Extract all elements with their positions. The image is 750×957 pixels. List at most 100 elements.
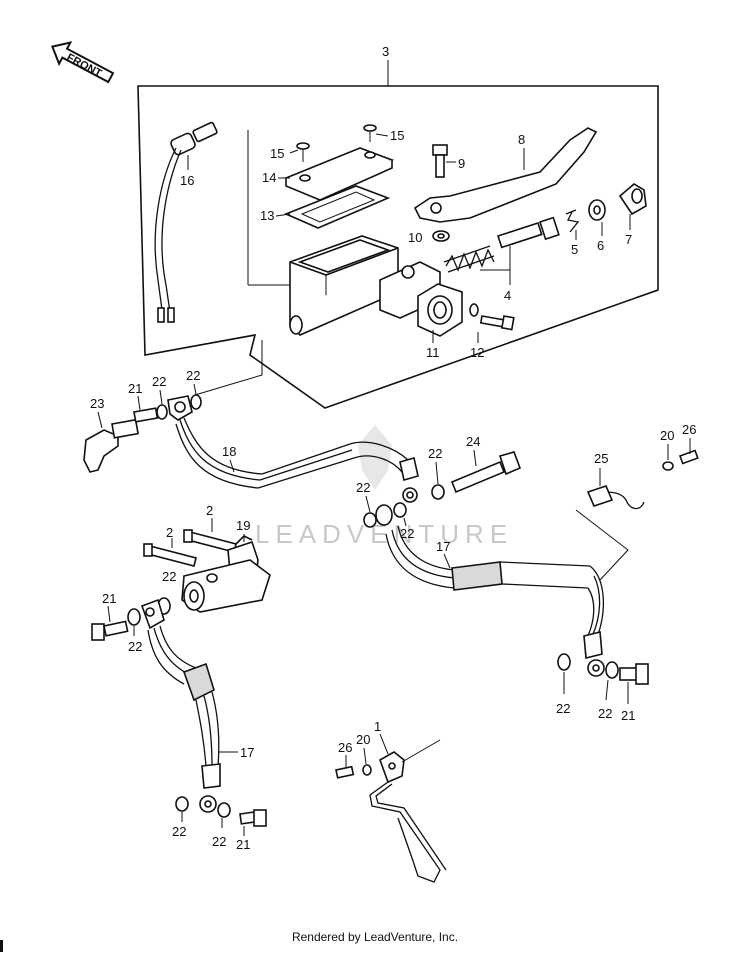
left-brake-hose — [140, 598, 221, 813]
callout-11: 11 — [426, 345, 440, 360]
brake-lever — [413, 127, 598, 223]
washer-22f — [557, 653, 571, 671]
leader-4 — [480, 246, 511, 285]
brake-switch-23 — [83, 418, 139, 473]
screw-15-left — [296, 142, 310, 162]
piston-spring — [443, 216, 560, 273]
callout-22c: 22 — [428, 446, 442, 461]
callout-21c: 21 — [102, 591, 116, 606]
callout-7: 7 — [625, 232, 632, 247]
callout-20a: 20 — [660, 428, 674, 443]
callout-15b: 15 — [390, 128, 404, 143]
clamp — [417, 283, 463, 337]
brake-light-switch — [154, 121, 218, 323]
leader-bracket-ext — [401, 739, 441, 763]
lever-pivot-bolt — [432, 144, 448, 178]
leader-24 — [473, 449, 477, 467]
leader-mc-hose — [194, 340, 263, 396]
callout-17b: 17 — [240, 745, 254, 760]
master-cylinder-body — [289, 235, 441, 336]
watermark-logo — [358, 425, 392, 490]
caliper-joint — [181, 559, 271, 613]
callout-22b: 22 — [186, 368, 200, 383]
callout-22f: 22 — [556, 701, 570, 716]
callout-6: 6 — [597, 238, 604, 253]
leader-13 — [275, 213, 291, 217]
callout-23: 23 — [90, 396, 104, 411]
callout-1: 1 — [374, 719, 381, 734]
callout-17a: 17 — [436, 539, 450, 554]
leader-1 — [379, 733, 389, 755]
bolt-2b — [143, 543, 197, 567]
washer-22b — [190, 394, 202, 410]
diaphragm — [283, 185, 391, 229]
washer-22k — [175, 796, 189, 812]
callout-21b: 21 — [621, 708, 635, 723]
bolt-2a — [183, 529, 237, 553]
upper-brake-hose — [167, 395, 419, 503]
callout-18: 18 — [222, 444, 236, 459]
leader-23 — [97, 411, 103, 429]
callout-22d: 22 — [356, 480, 370, 495]
callout-4: 4 — [504, 288, 511, 303]
callout-5: 5 — [571, 242, 578, 257]
clamp-bolt — [469, 303, 515, 331]
leader-22a — [159, 389, 163, 405]
callout-21a: 21 — [128, 381, 142, 396]
washer-22e — [393, 502, 407, 518]
callout-26a: 26 — [682, 422, 696, 437]
front-arrow-icon: FRONT — [51, 41, 115, 84]
callout-8: 8 — [518, 132, 525, 147]
callout-22k: 22 — [212, 834, 226, 849]
lever-nut — [432, 230, 450, 242]
callout-2a: 2 — [206, 503, 213, 518]
washer-22d — [363, 512, 377, 528]
edge-marker — [0, 940, 3, 952]
banjo-bolt-21b — [619, 663, 649, 685]
front-label: FRONT — [65, 52, 104, 81]
callout-15a: 15 — [270, 146, 284, 161]
callout-9: 9 — [458, 156, 465, 171]
leader-15b — [375, 133, 389, 137]
banjo-bolt-21d — [239, 809, 267, 827]
callout-24: 24 — [466, 434, 480, 449]
banjo-fitting — [375, 504, 393, 526]
washer-22i — [127, 608, 141, 626]
leader-22b — [193, 383, 197, 395]
leader-17a — [443, 553, 451, 569]
callout-12: 12 — [470, 345, 484, 360]
washer-20b — [362, 764, 372, 776]
callout-22j: 22 — [172, 824, 186, 839]
assembly-boundary — [137, 85, 659, 409]
leader-clamp — [575, 509, 629, 581]
callout-2b: 2 — [166, 525, 173, 540]
bracket-1 — [369, 751, 447, 883]
footer-credit: Rendered by LeadVenture, Inc. — [291, 930, 459, 944]
banjo-bolt-21a — [133, 407, 159, 423]
callout-20b: 20 — [356, 732, 370, 747]
leader-15a — [289, 149, 299, 154]
callout-25: 25 — [594, 451, 608, 466]
callout-21d: 21 — [236, 837, 250, 852]
callout-22g: 22 — [598, 706, 612, 721]
washer-22g — [605, 661, 619, 679]
callout-22a: 22 — [152, 374, 166, 389]
leader-21a — [137, 395, 141, 411]
bolt-26b — [335, 765, 355, 779]
bolt-26a — [678, 449, 699, 465]
circlip — [565, 209, 580, 233]
callout-26b: 26 — [338, 740, 352, 755]
leader-22d — [365, 495, 371, 513]
callout-22h: 22 — [162, 569, 176, 584]
leader-18 — [229, 459, 235, 473]
right-brake-hose — [385, 525, 605, 677]
banjo-bolt-24 — [450, 451, 522, 494]
callout-10: 10 — [408, 230, 422, 245]
banjo-bolt-21c — [91, 620, 129, 641]
leader-22g — [605, 679, 609, 701]
leader-22c — [435, 461, 439, 485]
leader-22e — [403, 517, 407, 527]
washer-22a — [156, 404, 168, 420]
